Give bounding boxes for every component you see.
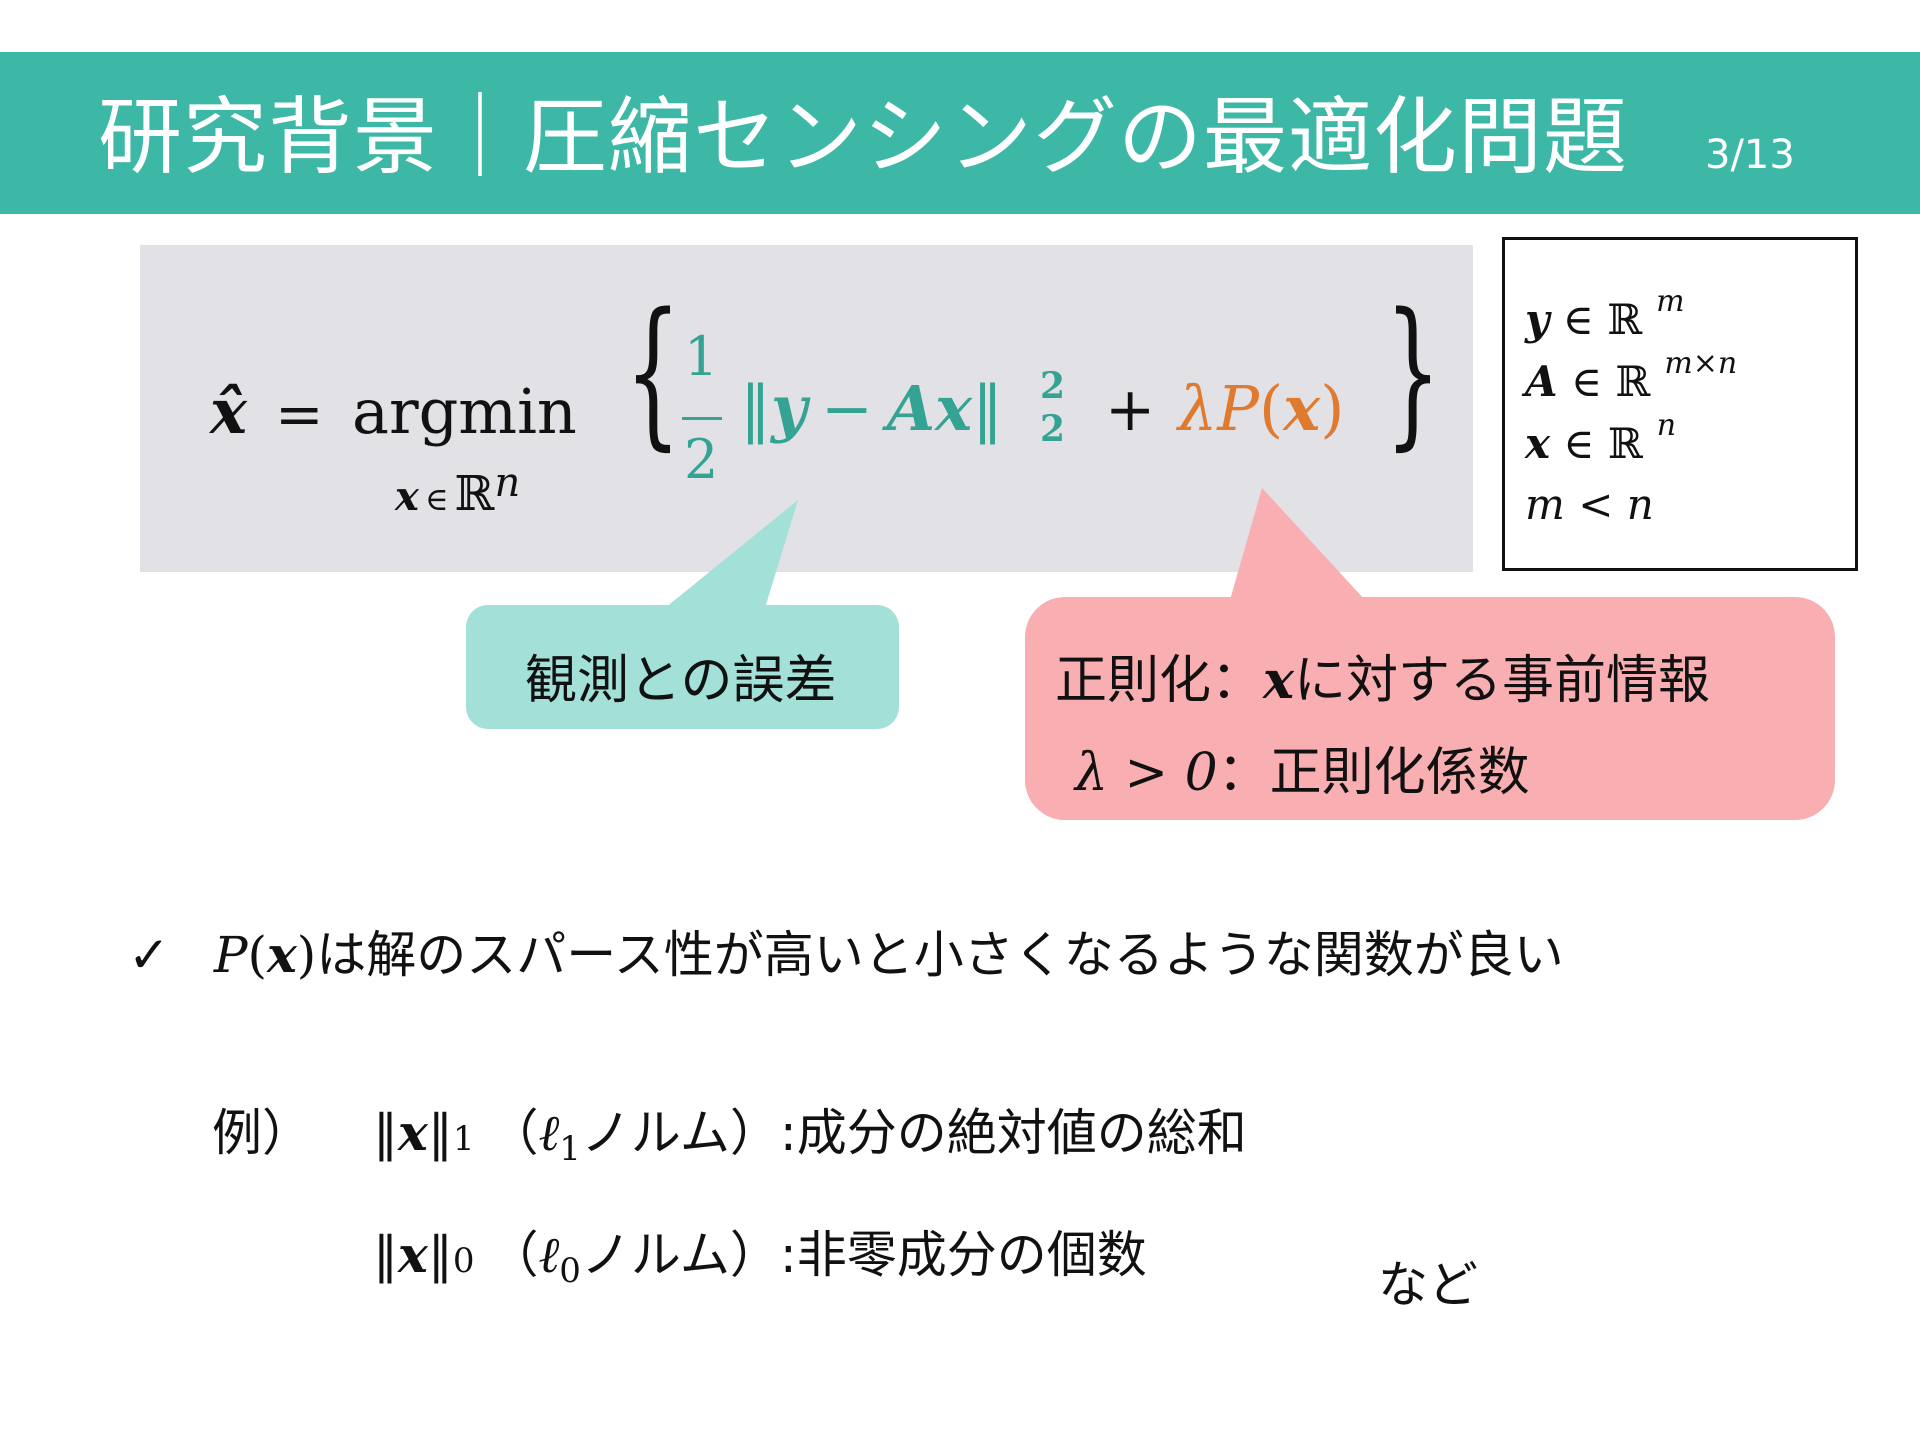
error-callout-pointer [665, 500, 798, 608]
example-l1: ‖x‖1（ℓ1ノルム）:成分の絶対値の総和 [373, 1103, 1247, 1169]
error-callout-text: 観測との誤差 [525, 651, 837, 711]
formula-frac-bar [682, 417, 722, 420]
formula-eq: = [275, 380, 324, 448]
formula-frac-den: 2 [684, 428, 719, 491]
formula-norm-sup: 2 [1040, 365, 1066, 407]
reg-callout-line2: λ > 0：正則化係数 [1075, 743, 1530, 803]
reg-callout-pointer [1230, 488, 1365, 600]
examples-label: 例） [212, 1104, 312, 1162]
formula-frac-num: 1 [684, 325, 719, 388]
formula-lhs: x̂ [210, 375, 247, 448]
error-callout [466, 605, 899, 729]
regularization-callout [1025, 597, 1835, 820]
reg-callout-line1: 正則化：xに対する事前情報 [1055, 650, 1711, 711]
formula-lbrace: { [625, 278, 681, 465]
header-bar [0, 52, 1920, 214]
formula-argmin: argmin [352, 375, 577, 448]
formula-plus: + [1105, 375, 1156, 445]
bullet-line: ✓ P(x)は解のスパース性が高いと小さくなるような関数が良い [128, 925, 1564, 984]
slide-title: 研究背景｜圧縮センシングの最適化問題 [98, 88, 1629, 186]
check-icon: ✓ [128, 926, 170, 984]
formula-box [140, 245, 1473, 572]
example-l0: ‖x‖0（ℓ0ノルム）:非零成分の個数 [373, 1225, 1147, 1291]
formula-error-term: ‖y−Ax‖ [740, 372, 1004, 445]
page-number: 3/13 [1705, 132, 1795, 178]
formula-rbrace: } [1385, 278, 1441, 465]
formula-norm-sub: 2 [1040, 408, 1066, 450]
etc-text: など [1378, 1256, 1478, 1314]
formula-domain: x∈ℝn [395, 460, 521, 522]
var-line-mn: m < n [1525, 480, 1654, 529]
formula-reg-term: λP(x) [1178, 372, 1345, 445]
